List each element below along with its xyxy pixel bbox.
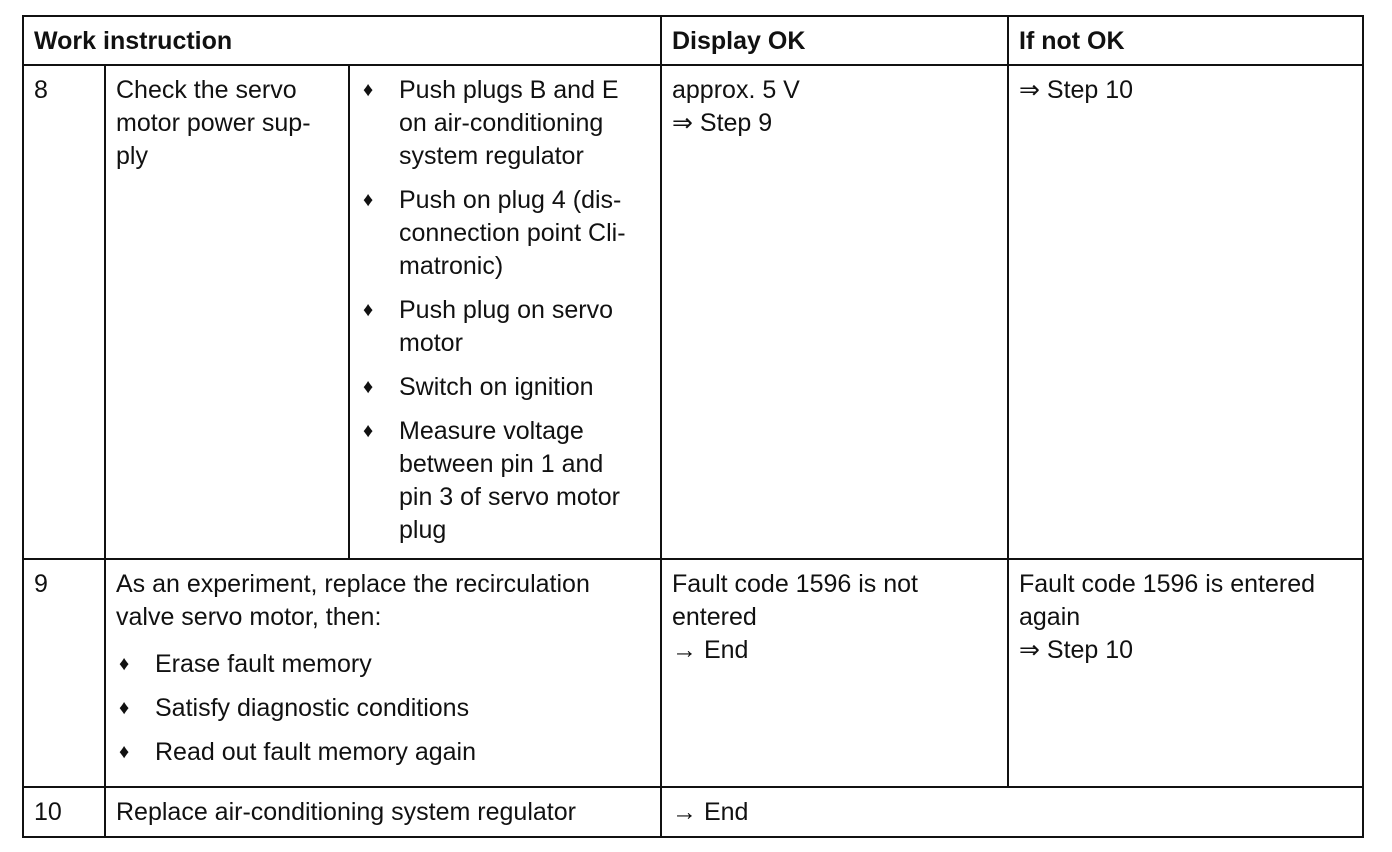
action-list: ♦Push plugs B and E on air-conditioning … — [360, 74, 642, 547]
instruction-text: As an experiment, replace the recirculat… — [104, 558, 662, 788]
diamond-bullet-icon: ♦ — [119, 741, 130, 763]
instruction-text: Check the servo motor power sup-ply — [104, 64, 350, 560]
if-not-ok-next-step: ⇒ Step 10 — [1019, 76, 1134, 104]
instruction-text: Replace air-conditioning system regulato… — [104, 786, 662, 838]
diamond-bullet-icon: ♦ — [363, 420, 374, 442]
if-not-ok-cell: Fault code 1596 is entered again ⇒ Step … — [1007, 558, 1364, 788]
table-header-row: Work instruction Display OK If not OK — [22, 15, 1364, 66]
diamond-bullet-icon: ♦ — [363, 189, 374, 211]
display-ok-cell: approx. 5 V ⇒ Step 9 — [660, 64, 1009, 560]
diamond-bullet-icon: ♦ — [363, 79, 374, 101]
header-display-ok: Display OK — [660, 15, 1009, 66]
work-instruction-table: Work instruction Display OK If not OK 8 … — [22, 15, 1364, 838]
result-cell: → End — [660, 786, 1364, 838]
display-ok-value: Fault code 1596 is not entered — [672, 570, 918, 631]
table-row-step-9: 9 As an experiment, replace the recircul… — [22, 558, 1364, 788]
step-number: 10 — [22, 786, 106, 838]
display-ok-next-step: → End — [672, 636, 749, 664]
header-work-instruction: Work instruction — [22, 15, 662, 66]
step-number: 9 — [22, 558, 106, 788]
list-item: ♦Push plugs B and E on air-conditioning … — [363, 76, 619, 170]
instruction-label: Check the servo motor power sup-ply — [116, 76, 311, 170]
diamond-bullet-icon: ♦ — [119, 653, 130, 675]
list-item: ♦Erase fault memory — [116, 648, 630, 681]
list-item: ♦Switch on ignition — [360, 371, 642, 404]
instruction-label: As an experiment, replace the recirculat… — [116, 570, 590, 631]
list-item: ♦Read out fault memory again — [116, 736, 630, 769]
if-not-ok-next-step: ⇒ Step 10 — [1019, 636, 1134, 664]
if-not-ok-value: Fault code 1596 is entered again — [1019, 570, 1316, 631]
header-if-not-ok: If not OK — [1007, 15, 1364, 66]
display-ok-value: approx. 5 V — [672, 76, 800, 104]
display-ok-next-step: ⇒ Step 9 — [672, 109, 773, 137]
table-row-step-10: 10 Replace air-conditioning system regul… — [22, 786, 1364, 838]
list-item: ♦Measure voltage between pin 1 and pin 3… — [363, 417, 620, 544]
action-list-cell: ♦Push plugs B and E on air-conditioning … — [348, 64, 662, 560]
diamond-bullet-icon: ♦ — [363, 376, 374, 398]
list-item: ♦Push plug on servo motor — [363, 296, 614, 357]
table-row-step-8: 8 Check the servo motor power sup-ply ♦P… — [22, 64, 1364, 560]
list-item: ♦Push on plug 4 (dis-connection point Cl… — [363, 186, 626, 280]
display-ok-cell: Fault code 1596 is not entered → End — [660, 558, 1009, 788]
action-list: ♦Erase fault memory ♦Satisfy diagnostic … — [116, 648, 630, 769]
diamond-bullet-icon: ♦ — [363, 299, 374, 321]
step-number: 8 — [22, 64, 106, 560]
diamond-bullet-icon: ♦ — [119, 697, 130, 719]
list-item: ♦Satisfy diagnostic conditions — [116, 692, 630, 725]
if-not-ok-cell: ⇒ Step 10 — [1007, 64, 1364, 560]
